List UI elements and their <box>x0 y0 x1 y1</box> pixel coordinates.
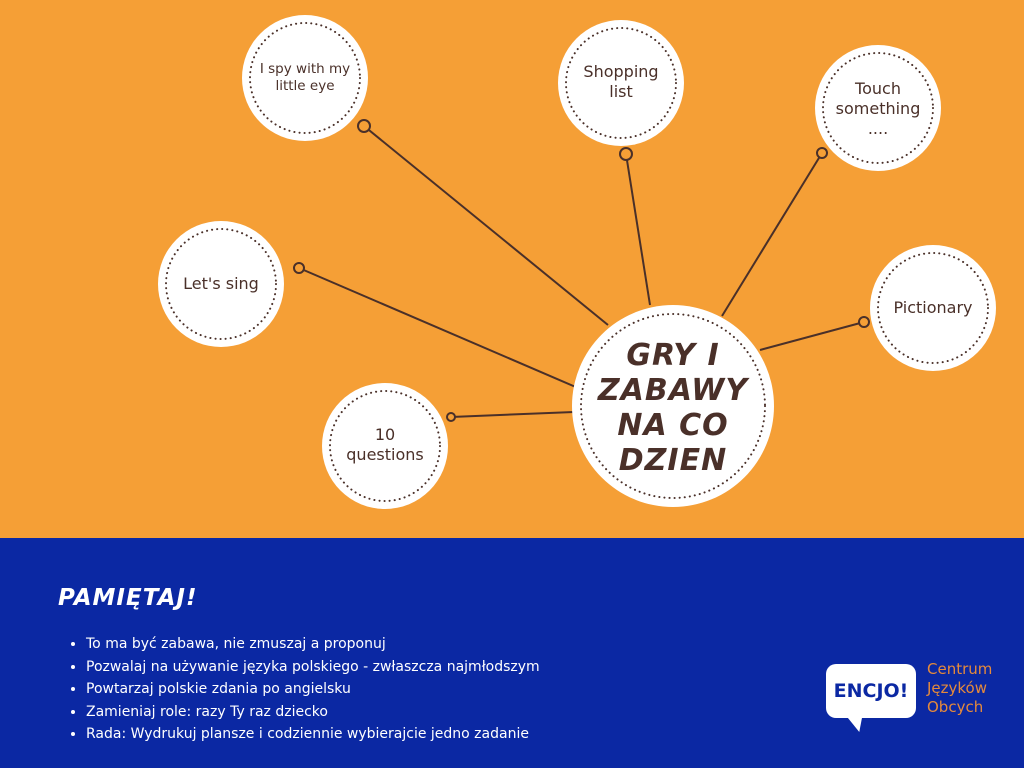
logo-caption: Centrum Języków Obcych <box>927 660 992 717</box>
connector-dot-sing <box>293 262 305 274</box>
center-ring <box>580 313 766 499</box>
node-label-pictionary: Pictionary <box>893 298 973 317</box>
logo-wordmark: ENCJO! <box>833 680 909 702</box>
node-ring-touch <box>822 52 934 164</box>
speech-bubble-icon <box>826 664 916 718</box>
tip-item: Zamieniaj role: razy Ty raz dziecko <box>86 701 540 724</box>
node-circle-i-spy <box>242 15 368 141</box>
connector-pictionary <box>759 321 865 351</box>
logo-caption-line: Języków <box>927 679 987 697</box>
node-circle-sing <box>158 221 284 347</box>
connector-dot-shopping <box>619 147 633 161</box>
connector-sing <box>298 267 579 389</box>
connector-touch <box>721 152 823 317</box>
node-label-sing: Let's sing <box>183 274 259 293</box>
remember-heading: PAMIĘTAJ! <box>58 585 198 611</box>
tip-item: Rada: Wydrukuj plansze i codziennie wybi… <box>86 723 540 746</box>
node-circle-shopping <box>558 20 684 146</box>
node-ring-i-spy <box>249 22 361 134</box>
connector-shopping <box>625 153 651 306</box>
tip-item: Pozwalaj na używanie języka polskiego - … <box>86 656 540 679</box>
node-label-touch: Touch something .... <box>835 79 921 138</box>
node-ring-sing <box>165 228 277 340</box>
node-ring-shopping <box>565 27 677 139</box>
connector-questions <box>450 411 575 418</box>
node-circle-questions <box>322 383 448 509</box>
mind-map <box>158 15 996 509</box>
node-ring-questions <box>329 390 441 502</box>
logo-caption-line: Centrum <box>927 660 993 678</box>
connector-dot-questions <box>446 412 456 422</box>
tips-list: To ma być zabawa, nie zmuszaj a proponuj… <box>64 633 540 746</box>
connector-dot-touch <box>816 147 828 159</box>
node-label-questions: 10 questions <box>346 425 424 464</box>
connector-i-spy <box>363 125 609 326</box>
connector-dot-pictionary <box>858 316 870 328</box>
center-circle <box>572 305 774 507</box>
tip-item: Powtarzaj polskie zdania po angielsku <box>86 678 540 701</box>
node-circle-pictionary <box>870 245 996 371</box>
center-topic-label: GRY I ZABAWY NA CO DZIEN <box>597 338 749 478</box>
node-circle-touch <box>815 45 941 171</box>
node-label-i-spy: I spy with my little eye <box>259 61 351 94</box>
logo-caption-line: Obcych <box>927 698 984 716</box>
tip-item: To ma być zabawa, nie zmuszaj a proponuj <box>86 633 540 656</box>
node-ring-pictionary <box>877 252 989 364</box>
connector-dot-i-spy <box>357 119 371 133</box>
blue-footer-background <box>0 538 1024 768</box>
node-label-shopping: Shopping list <box>583 62 659 101</box>
